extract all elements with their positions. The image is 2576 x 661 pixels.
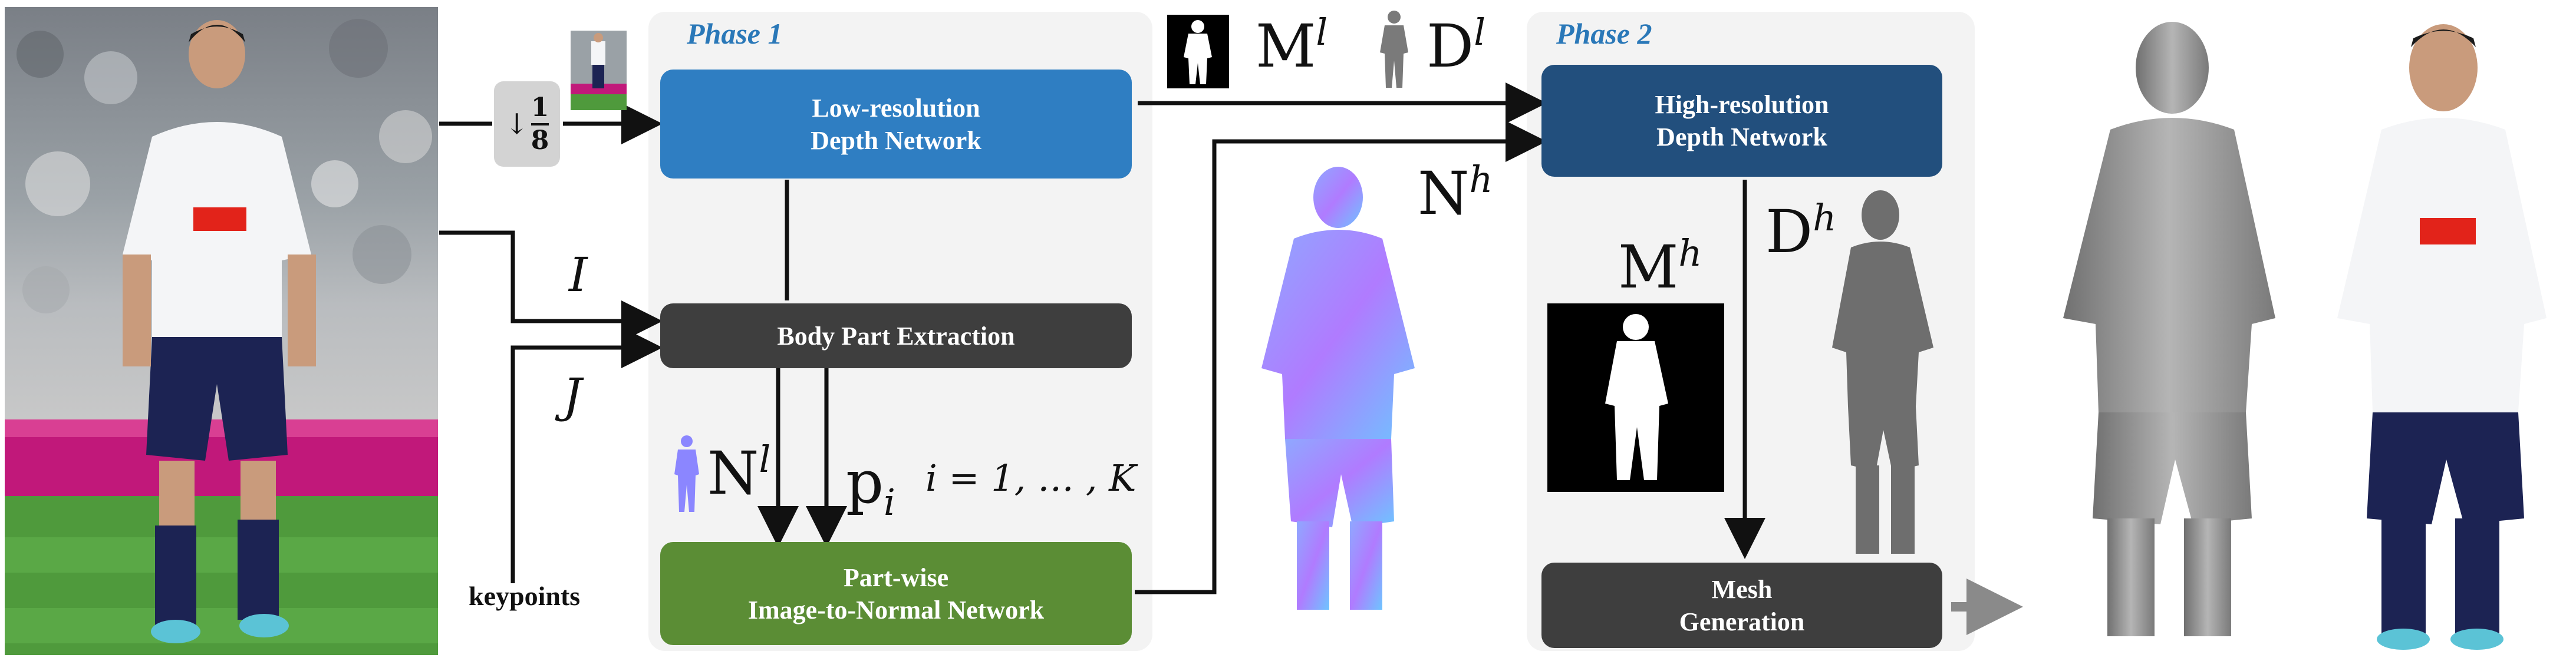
output-mesh: [2028, 12, 2299, 654]
downsample-numerator: 1: [531, 92, 549, 123]
high-res-depth-map: [1804, 183, 1951, 560]
symbol-range: i = 1, … , K: [925, 457, 1137, 500]
symbol-J: J: [563, 368, 582, 423]
phase2-title: Phase 2: [1556, 17, 1652, 50]
symbol-p-i: pi: [846, 448, 895, 524]
downsample-arrow: ↓: [505, 107, 529, 141]
symbol-N-l: Nl: [707, 437, 771, 508]
low-res-depth-thumbnail: [1376, 9, 1412, 91]
high-res-mask: [1547, 303, 1724, 492]
symbol-M-h: Mh: [1618, 231, 1702, 302]
low-res-mask-thumbnail: [1167, 15, 1229, 88]
output-textured: [2305, 12, 2570, 654]
downsample-badge: ↓ 1 8: [494, 81, 560, 167]
symbol-I: I: [569, 247, 588, 302]
low-res-normal-thumbnail: [672, 433, 701, 515]
body-part-extraction: Body Part Extraction: [660, 303, 1132, 368]
phase1-title: Phase 1: [687, 17, 783, 50]
symbol-D-l: Dl: [1427, 10, 1486, 81]
symbol-M-l: Ml: [1256, 10, 1328, 81]
input-photo: [5, 7, 438, 655]
low-res-thumbnail: [571, 31, 627, 110]
symbol-D-h: Dh: [1765, 196, 1837, 266]
keypoints-label: keypoints: [469, 581, 581, 611]
high-res-normal-map: [1238, 156, 1438, 627]
downsample-denominator: 8: [531, 125, 549, 156]
symbol-N-h: Nh: [1418, 157, 1493, 228]
